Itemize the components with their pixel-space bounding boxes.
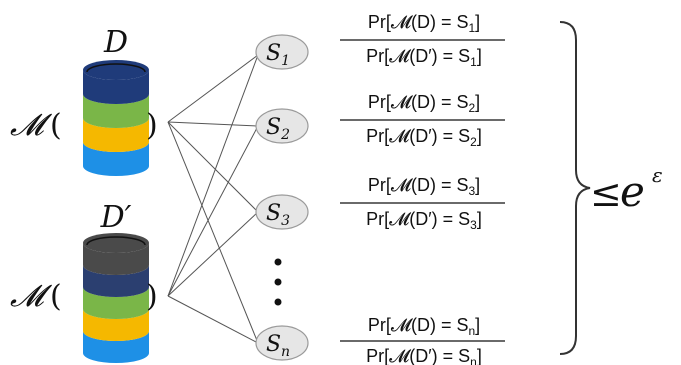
exp-base: e [620, 167, 645, 216]
ratio-1-numerator-sub: 1 [468, 21, 475, 35]
database-d-layer-2 [83, 94, 149, 128]
edge-d-sn [167, 121, 259, 344]
database-d-prime-top-cap [83, 233, 149, 253]
ratio-n-numerator: Pr[𝓜(D) = S [368, 315, 469, 335]
ratio-3-denominator: Pr[𝓜(D′) = S [366, 209, 470, 229]
svg-text:Pr[𝓜(D) = S2]: Pr[𝓜(D) = S2] [368, 92, 480, 115]
edge-dp-s2 [167, 125, 259, 297]
ratio-n-numerator-sub: n [468, 324, 475, 338]
output-s2-base: S [266, 115, 281, 140]
ratio-2: Pr[𝓜(D) = S2] Pr[𝓜(D′) = S2] [340, 92, 505, 149]
database-d-prime-layer-3 [83, 287, 149, 319]
database-d-prime-layer-2 [83, 265, 149, 297]
exp-epsilon: ε [652, 163, 663, 187]
database-d-prime-layer-4 [83, 309, 149, 341]
connection-lines [167, 54, 259, 344]
svg-text:Pr[𝓜(D′) = S1]: Pr[𝓜(D′) = S1] [366, 46, 482, 69]
ratio-2-denominator-sub: 2 [470, 135, 477, 149]
ratio-1: Pr[𝓜(D) = S1] Pr[𝓜(D′) = S1] [340, 12, 505, 69]
svg-text:Sn: Sn [266, 332, 290, 360]
ratio-3-numerator: Pr[𝓜(D) = S [368, 175, 469, 195]
ellipsis-dots [274, 258, 282, 306]
mechanism-symbol-d-prime: 𝓜 [10, 279, 53, 314]
database-d-cylinder [83, 60, 149, 176]
database-d-top-cap [83, 60, 149, 80]
open-paren-d-prime: ( [50, 279, 62, 314]
output-node-s2: S2 [255, 108, 309, 144]
svg-text:Pr[𝓜(D) = S1]: Pr[𝓜(D) = S1] [368, 12, 480, 35]
ratio-2-denominator: Pr[𝓜(D′) = S [366, 126, 470, 146]
database-d-layer-1 [83, 70, 149, 104]
mechanism-symbol-d: 𝓜 [10, 108, 53, 143]
ratio-n-denominator-sub: n [470, 355, 477, 365]
svg-text:Pr[𝓜(D′) = S3]: Pr[𝓜(D′) = S3] [366, 209, 482, 232]
output-sn-sub: n [281, 344, 290, 360]
svg-text:S1: S1 [266, 41, 290, 69]
database-d-prime-layer-1 [83, 243, 149, 275]
svg-text:S2: S2 [266, 115, 290, 143]
ratio-1-denominator: Pr[𝓜(D′) = S [366, 46, 470, 66]
output-s1-base: S [266, 41, 281, 66]
ratio-n: Pr[𝓜(D) = Sn] Pr[𝓜(D′) = Sn] [340, 315, 505, 365]
output-s3-base: S [266, 201, 281, 226]
edge-dp-sn [167, 295, 259, 344]
output-s1-sub: 1 [281, 53, 290, 69]
ratio-1-numerator: Pr[𝓜(D) = S [368, 12, 469, 32]
database-d-layer-3 [83, 118, 149, 152]
svg-text:Pr[𝓜(D) = S3]: Pr[𝓜(D) = S3] [368, 175, 480, 198]
ratio-3-numerator-sub: 3 [468, 184, 475, 198]
database-d-layer-4 [83, 142, 149, 176]
svg-text:S3: S3 [266, 201, 290, 229]
output-node-s3: S3 [255, 194, 309, 230]
ratio-2-numerator: Pr[𝓜(D) = S [368, 92, 469, 112]
output-s3-sub: 3 [281, 213, 290, 229]
database-d-label: D [103, 25, 128, 60]
svg-text:Pr[𝓜(D) = Sn]: Pr[𝓜(D) = Sn] [368, 315, 480, 338]
ratio-2-numerator-sub: 2 [468, 101, 475, 115]
edge-d-s2 [167, 121, 259, 127]
output-node-s1: S1 [255, 34, 309, 70]
database-d-prime-rim [86, 236, 146, 246]
ratio-n-denominator: Pr[𝓜(D′) = S [366, 346, 470, 365]
close-paren-d: ) [146, 108, 158, 143]
output-s2-sub: 2 [280, 127, 290, 143]
database-d-prime-cylinder [83, 233, 149, 363]
svg-text:Pr[𝓜(D′) = Sn]: Pr[𝓜(D′) = Sn] [366, 346, 482, 365]
ratio-3-denominator-sub: 3 [470, 218, 477, 232]
edge-dp-s3 [167, 211, 259, 297]
edge-d-s3 [167, 121, 259, 213]
output-node-sn: Sn [255, 325, 309, 361]
edge-dp-s1 [167, 54, 259, 297]
output-sn-base: S [266, 332, 281, 357]
leq-symbol: ≤ [590, 171, 622, 215]
ratio-3: Pr[𝓜(D) = S3] Pr[𝓜(D′) = S3] [340, 175, 505, 232]
svg-text:Pr[𝓜(D′) = S2]: Pr[𝓜(D′) = S2] [366, 126, 482, 149]
curly-brace [559, 21, 591, 355]
edge-d-s1 [167, 54, 259, 123]
database-d-rim [86, 63, 146, 73]
close-paren-d-prime: ) [146, 279, 158, 314]
database-d-prime-label: D′ [100, 200, 132, 235]
database-d-prime-layer-5 [83, 331, 149, 363]
open-paren-d: ( [50, 108, 62, 143]
ratio-1-denominator-sub: 1 [470, 55, 477, 69]
